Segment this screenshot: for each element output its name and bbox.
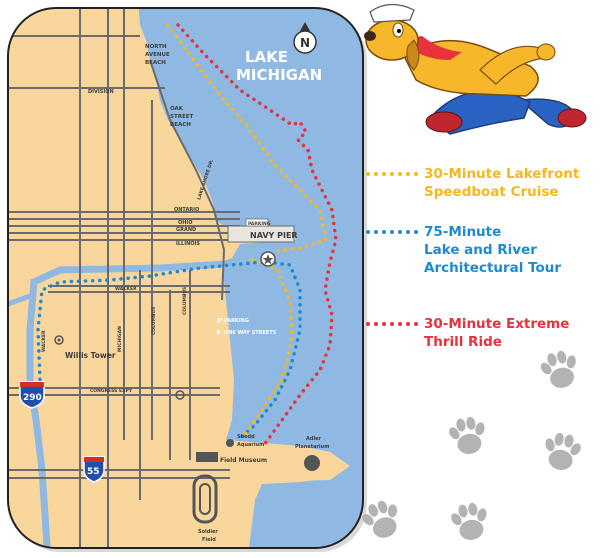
oak-street-beach-label: OAK [170, 106, 184, 112]
parking-icon: P [217, 317, 222, 325]
one-way-key-label: ONE WAY STREETS [224, 330, 277, 336]
svg-text:BEACH: BEACH [145, 60, 166, 66]
paw-prints [357, 346, 585, 544]
columbus-drive-label: COLUMBUS [182, 287, 188, 315]
legend-marker-red [366, 322, 418, 326]
field-museum-icon [196, 452, 218, 462]
svg-text:WACKER: WACKER [41, 330, 47, 352]
blue-route-river [36, 260, 264, 382]
one-way-arrow-icon [217, 329, 221, 335]
ohio-street-label: OHIO [178, 220, 193, 226]
paw-print-icon [445, 414, 491, 458]
red-route-thrill [176, 23, 338, 447]
division-street-label: DIVISION [88, 89, 114, 95]
field-museum-label: Field Museum [220, 457, 267, 464]
grand-avenue-label: GRAND [176, 227, 196, 233]
legend-marker-yellow [366, 172, 418, 176]
paw-print-icon [536, 346, 584, 393]
interstate-55-shield: 55 [83, 456, 105, 483]
svg-text:BEACH: BEACH [170, 122, 191, 128]
pier-parking-box [245, 218, 269, 227]
pier-parking-label: PARKING [248, 221, 271, 227]
legend-red-line1: 30-Minute Extreme [424, 316, 569, 332]
legend-yellow-line1: 30-Minute Lakefront [424, 166, 580, 182]
svg-text:Aquarium: Aquarium [237, 442, 264, 448]
svg-text:Planetarium: Planetarium [295, 444, 329, 450]
legend-blue: 75-Minute Lake and River Architectural T… [424, 224, 561, 276]
running-dog-sailor-icon [364, 3, 587, 135]
river-north-branch [8, 293, 31, 307]
yellow-route-speedboat [166, 23, 329, 254]
paw-print-icon [447, 500, 493, 544]
adler-planetarium-icon [304, 455, 320, 471]
road-network [8, 8, 240, 548]
shedd-aquarium-label: Shedd [237, 434, 255, 440]
legend-yellow-line2: Speedboat Cruise [424, 184, 559, 200]
north-avenue-beach-label: NORTH [145, 44, 167, 50]
svg-text:AVENUE: AVENUE [145, 52, 170, 58]
map-frame [7, 7, 364, 549]
legend-yellow: 30-Minute Lakefront Speedboat Cruise [424, 166, 580, 200]
legend-red: 30-Minute Extreme Thrill Ride [424, 316, 569, 350]
navy-pier-label: NAVY PIER [250, 231, 298, 240]
map-area: NAVY PIER PARKING NORTH AVENUE BEACH OAK… [8, 8, 363, 548]
willis-tower-icon [54, 335, 64, 345]
illinois-street-label: ILLINOIS [176, 241, 200, 247]
legend-blue-line2: Lake and River [424, 242, 537, 258]
congress-expressway-label: CONGRESS EXPY [90, 388, 133, 394]
lake-label-line2: MICHIGAN [236, 66, 322, 84]
parking-key-label: PARKING [224, 318, 249, 324]
soldier-field-icon [192, 474, 218, 524]
svg-text:290: 290 [23, 393, 42, 403]
legend-marker-blue [366, 230, 418, 234]
wacker-drive-label: WACKER [115, 286, 137, 292]
ontario-street-label: ONTARIO [174, 207, 199, 213]
paw-print-icon [539, 430, 585, 474]
svg-text:Field: Field [202, 537, 216, 543]
city-land [8, 8, 345, 548]
compass-label: N [300, 36, 310, 50]
museum-campus [226, 440, 350, 482]
lake-label-line1: LAKE [245, 48, 288, 66]
svg-text:STREET: STREET [170, 114, 193, 120]
interstate-290-shield: 290 [19, 381, 45, 409]
adler-planetarium-label: Adler [306, 436, 322, 442]
legend-blue-line1: 75-Minute [424, 224, 501, 240]
shedd-aquarium-icon [226, 439, 234, 447]
willis-tower-label: Willis Tower [65, 351, 116, 360]
yellow-route-south [242, 258, 294, 438]
chicago-river [26, 260, 227, 548]
blue-route-architecture [236, 260, 302, 442]
michigan-avenue-label: MICHIGAN [117, 326, 123, 352]
legend-blue-line3: Architectural Tour [424, 260, 561, 276]
legend-red-line2: Thrill Ride [424, 334, 502, 350]
svg-text:55: 55 [87, 467, 100, 477]
soldier-field-label: Soldier [198, 529, 218, 535]
svg-text:COLUMBUS: COLUMBUS [151, 307, 157, 335]
